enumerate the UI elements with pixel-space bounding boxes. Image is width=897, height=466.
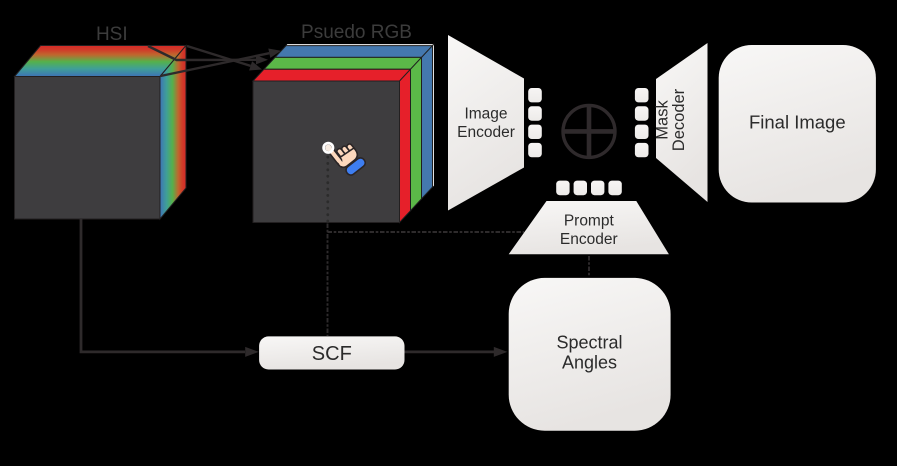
svg-text:SCF: SCF — [312, 343, 352, 365]
svg-text:Encoder: Encoder — [457, 124, 515, 141]
svg-text:Image: Image — [464, 106, 507, 123]
svg-text:Angles: Angles — [562, 353, 617, 373]
svg-text:Decoder: Decoder — [670, 88, 688, 151]
svg-text:Encoder: Encoder — [560, 231, 618, 248]
svg-text:Final Image: Final Image — [749, 111, 846, 132]
svg-text:HSI: HSI — [96, 24, 128, 45]
svg-text:Psuedo RGB: Psuedo RGB — [301, 22, 412, 43]
svg-text:Prompt: Prompt — [564, 213, 615, 230]
svg-text:Mask: Mask — [654, 100, 672, 140]
svg-text:Spectral: Spectral — [556, 333, 622, 353]
